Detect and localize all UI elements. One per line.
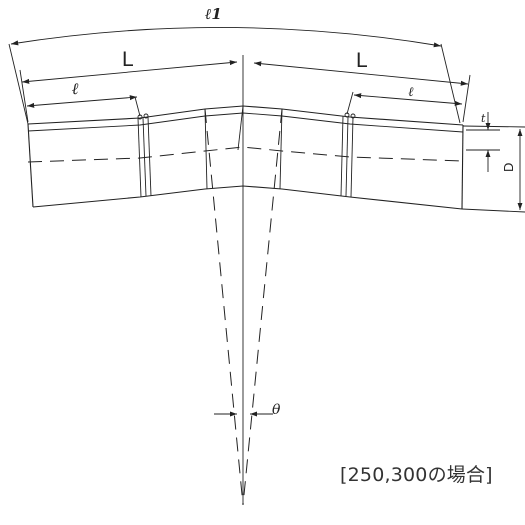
dimension-l-right: ℓ <box>353 85 463 106</box>
radial-lines <box>204 55 283 506</box>
dimension-L-left: L <box>21 48 238 84</box>
label-L-right: L <box>356 49 368 72</box>
label-D: D <box>501 163 516 172</box>
label-l-left: ℓ <box>71 79 79 98</box>
label-l1: ℓ1 <box>205 5 222 23</box>
dimension-l-left: ℓ <box>26 79 138 108</box>
dimension-L-right: L <box>253 49 469 86</box>
angle-theta: θ <box>214 402 281 418</box>
size-caption: [250,300の場合] <box>340 464 493 486</box>
dimension-D: D <box>501 129 523 210</box>
pipe-body <box>27 105 464 210</box>
dimension-l1: ℓ1 <box>10 5 442 48</box>
label-l-right: ℓ <box>408 85 414 100</box>
dimension-t: t <box>481 112 491 172</box>
label-t: t <box>481 112 486 125</box>
label-theta: θ <box>272 402 281 418</box>
label-L-left: L <box>122 48 134 71</box>
